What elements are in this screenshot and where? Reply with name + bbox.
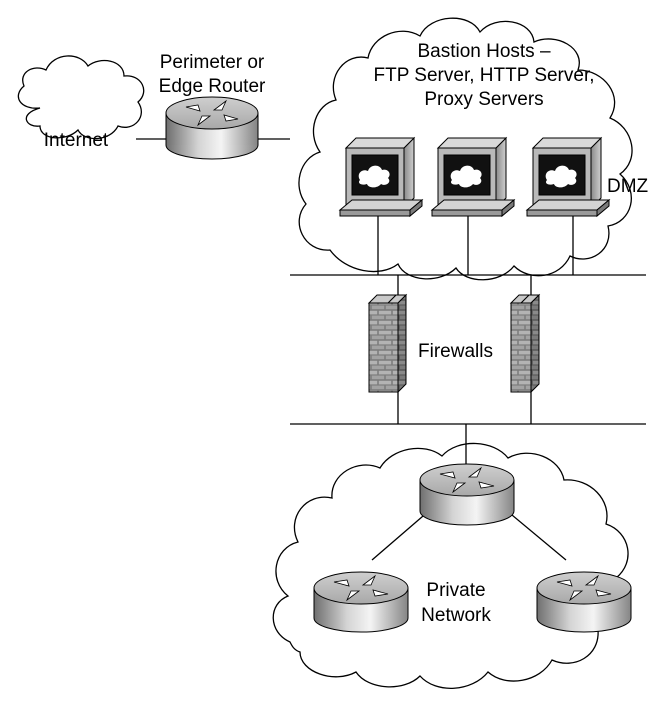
private-router-left-icon [313, 571, 409, 633]
edge-router-label-line1: Perimeter or [160, 52, 265, 73]
dmz-label: DMZ [607, 176, 649, 197]
edge-router-label-line2: Edge Router [159, 76, 266, 97]
bastion-host-3-icon [525, 136, 611, 218]
firewall-1-icon [367, 293, 408, 394]
internet-label: Internet [44, 130, 109, 151]
firewalls-label: Firewalls [418, 341, 493, 362]
edge-router-icon [165, 96, 259, 160]
bastion-host-1-icon [338, 136, 424, 218]
bastion-label-line2: FTP Server, HTTP Server, [373, 65, 594, 86]
private-network-label-line1: Private [426, 580, 485, 601]
private-network-label-line2: Network [421, 605, 491, 626]
bastion-label-line1: Bastion Hosts – [417, 41, 550, 62]
bastion-label-line3: Proxy Servers [424, 89, 543, 110]
internet-cloud [17, 55, 145, 140]
core-router-icon [419, 463, 515, 526]
private-router-right-icon [536, 571, 632, 633]
core-right-link [505, 509, 567, 561]
bastion-host-2-icon [430, 136, 516, 218]
core-left-link [371, 509, 431, 561]
firewall-2-icon [509, 293, 541, 394]
